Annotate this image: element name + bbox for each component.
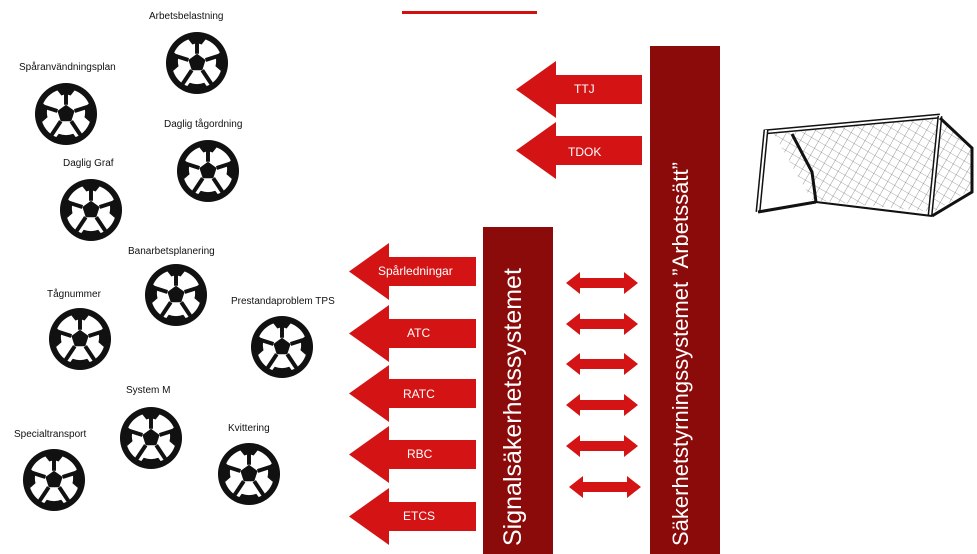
left-arrow-etcs: [349, 488, 476, 545]
signalsakerhetssystemet-text: Signalsäkerhetssystemet: [499, 268, 527, 546]
double-arrow-icon: [566, 353, 638, 375]
soccer-ball-icon: [164, 30, 230, 96]
signalsakerhetssystemet-bar: Signalsäkerhetssystemet: [483, 227, 553, 554]
left-arrow-rbc: [349, 426, 476, 483]
double-arrow-icon: [566, 394, 638, 416]
ball-label-specialtransport: Specialtransport: [14, 429, 87, 440]
arrow-label-rbc: RBC: [407, 447, 433, 461]
arrow-label-atc: ATC: [407, 326, 431, 340]
double-arrow-icon: [569, 476, 641, 498]
ball-label-tagnummer: Tågnummer: [47, 289, 101, 300]
arrow-label-ratc: RATC: [403, 387, 435, 401]
arrow-label-tdok: TDOK: [568, 145, 602, 159]
soccer-ball-icon: [47, 306, 113, 372]
arrow-label-etcs: ETCS: [403, 509, 436, 523]
left-arrow-atc: [349, 305, 476, 362]
left-arrow-ratc: [349, 365, 476, 422]
soccer-ball-icon: [118, 405, 184, 471]
ball-label-system-m: System M: [126, 385, 171, 396]
ball-label-kvittering: Kvittering: [228, 423, 270, 434]
double-arrow-icon: [566, 313, 638, 335]
ball-label-sparanvandningsplan: Spåranvändningsplan: [19, 62, 116, 73]
left-arrow-tdok: [516, 122, 642, 179]
top-red-line: [402, 11, 537, 14]
soccer-ball-icon: [143, 262, 209, 328]
sakerhetstyrningssystemet-bar: Säkerhetstyrningssystemet ”Arbetssätt”: [650, 46, 720, 554]
arrow-label-sparledningar: Spårledningar: [378, 264, 453, 278]
soccer-ball-icon: [175, 138, 241, 204]
sakerhetstyrningssystemet-text: Säkerhetstyrningssystemet ”Arbetssätt”: [668, 162, 693, 546]
ball-label-prestandaproblem-tps: Prestandaproblem TPS: [231, 296, 335, 307]
ball-label-daglig-graf: Daglig Graf: [63, 158, 114, 169]
soccer-goal-icon: [755, 113, 974, 218]
ball-label-banarbetsplanering: Banarbetsplanering: [128, 246, 215, 257]
soccer-ball-icon: [216, 441, 282, 507]
ball-label-arbetsbelastning: Arbetsbelastning: [149, 11, 224, 22]
soccer-ball-icon: [33, 81, 99, 147]
soccer-ball-icon: [249, 314, 315, 380]
left-arrow-sparledningar: [349, 243, 476, 300]
double-arrow-icon: [566, 435, 638, 457]
double-arrow-icon: [566, 272, 638, 294]
left-arrow-ttj: [516, 61, 642, 118]
arrow-label-ttj: TTJ: [574, 82, 595, 96]
soccer-ball-icon: [58, 177, 124, 243]
soccer-ball-icon: [21, 447, 87, 513]
ball-label-daglig-tagordning: Daglig tågordning: [164, 119, 243, 130]
